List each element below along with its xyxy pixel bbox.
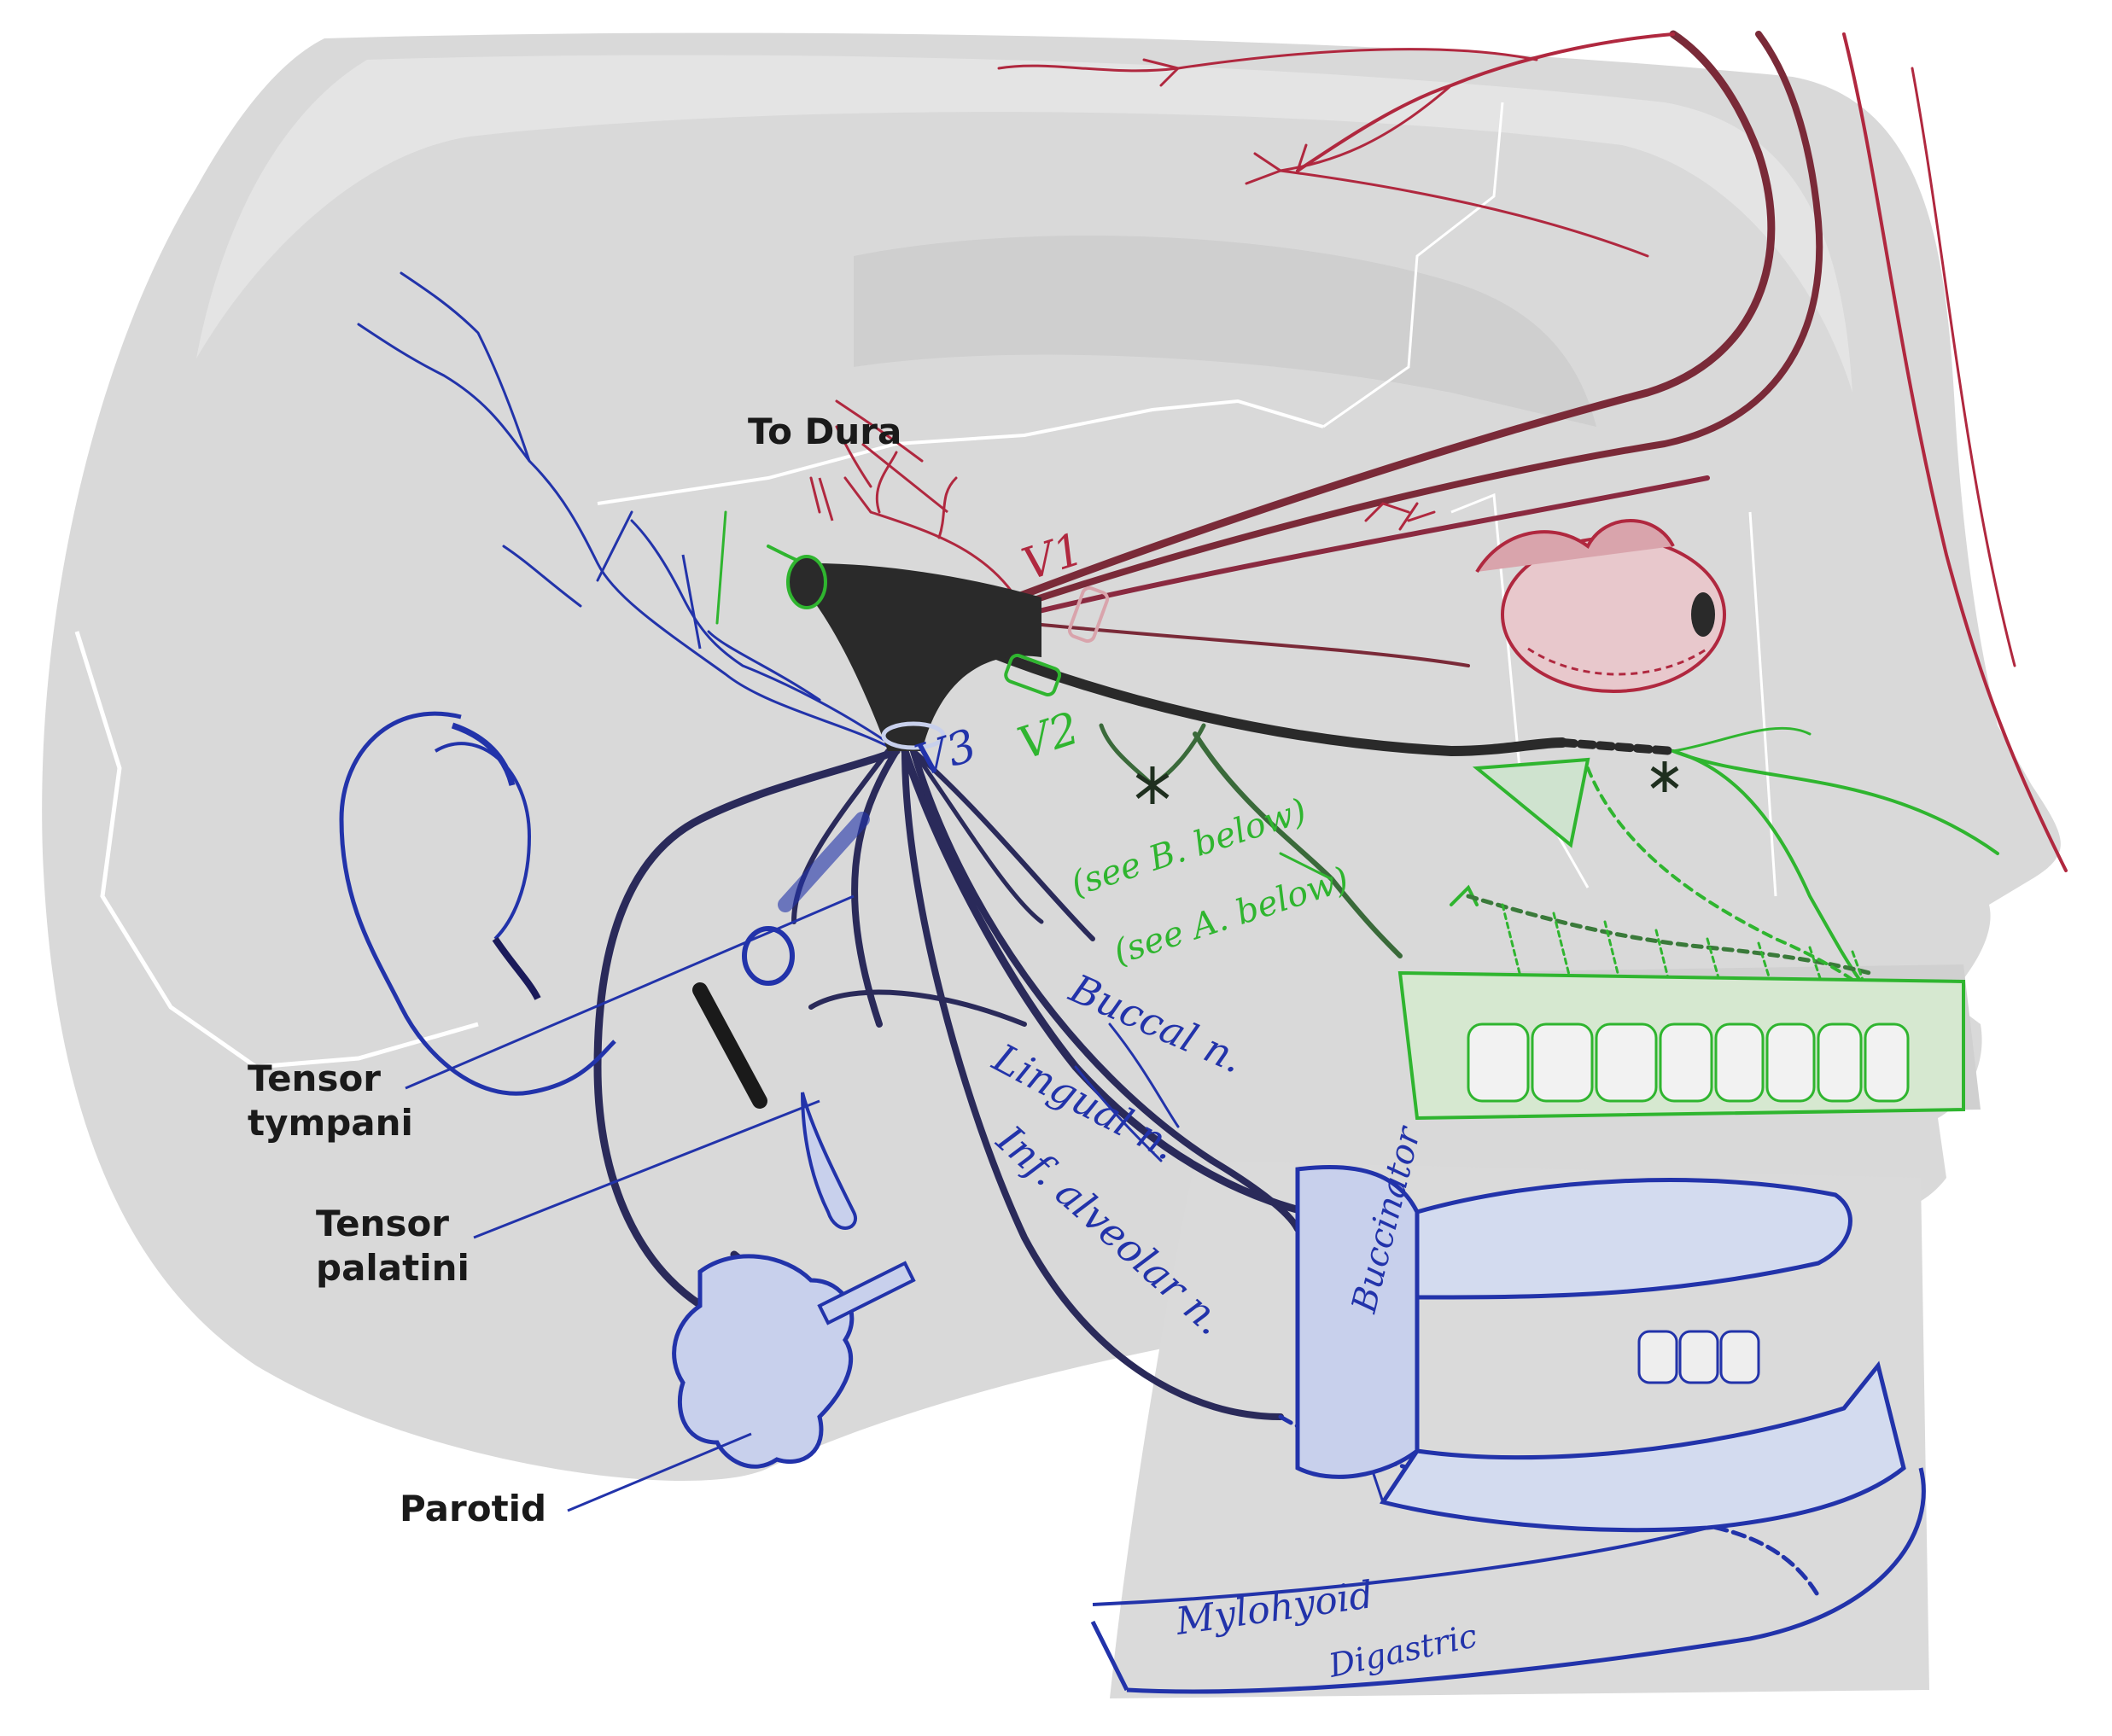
pterygopalatine-area <box>1472 757 1590 848</box>
mandible-structure <box>1090 1165 1926 1694</box>
label-to-dura: To Dura <box>748 411 901 452</box>
maxillary-teeth <box>1397 970 1965 1121</box>
label-tensor-tympani-line2: tympani <box>248 1102 413 1144</box>
suture-line <box>74 631 479 1069</box>
parotid-gland <box>672 1254 916 1469</box>
label-parotid: Parotid <box>400 1488 546 1529</box>
suture-line-upper <box>597 399 1324 505</box>
label-tensor-palatini-line2: palatini <box>316 1247 470 1289</box>
label-tensor-tympani-line1: Tensor <box>248 1057 381 1099</box>
eyeball-icon <box>1475 519 1726 693</box>
label-tensor-palatini-line1: Tensor <box>316 1203 449 1244</box>
tensor-muscles <box>692 812 870 1230</box>
trigeminal-ganglion <box>786 555 1110 751</box>
leader-lines <box>405 442 948 1512</box>
ganglion-star-icon <box>1135 761 1679 804</box>
ear-outline-icon <box>339 711 616 1096</box>
ophthalmic-division <box>809 30 2068 872</box>
